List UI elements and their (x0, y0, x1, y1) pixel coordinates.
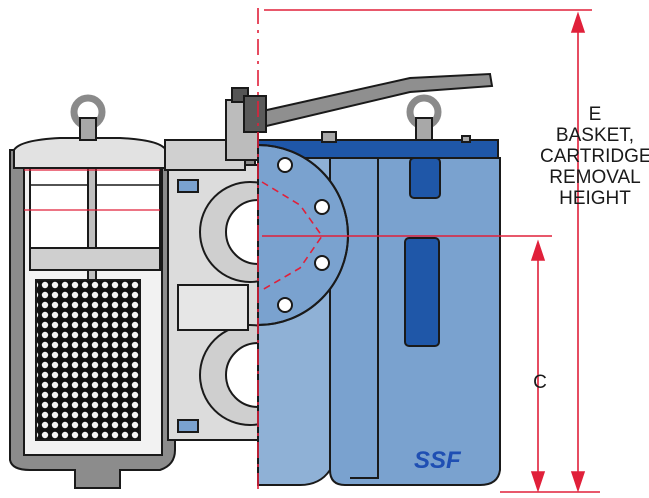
lifting-eye-right (406, 94, 442, 141)
dimension-e-letter: E (588, 104, 602, 125)
sight-slot-lower (404, 237, 440, 347)
sight-slot-upper (409, 157, 441, 199)
brand-logo-icon: SSF (414, 447, 462, 474)
dimension-e-line-3: REMOVAL (549, 167, 641, 188)
perforated-basket (35, 279, 141, 441)
exterior-view (257, 131, 501, 486)
cutaway-section (9, 87, 301, 489)
dimension-e-line-2: CARTRIDGE (540, 146, 649, 167)
diverter-block (177, 284, 249, 331)
valve-handle (243, 72, 494, 133)
housing-cover (13, 137, 167, 169)
lifting-eye-left (70, 94, 106, 141)
basket-ring (29, 247, 161, 271)
hidden-bore-outline (261, 181, 323, 291)
dimension-lines (24, 8, 600, 493)
dimension-e-label: E BASKET, CARTRIDGE REMOVAL HEIGHT (540, 104, 649, 209)
dimension-c-label: C (533, 372, 547, 393)
dimension-e-line-1: BASKET, (555, 125, 635, 146)
dimension-e-line-4: HEIGHT (559, 188, 631, 209)
